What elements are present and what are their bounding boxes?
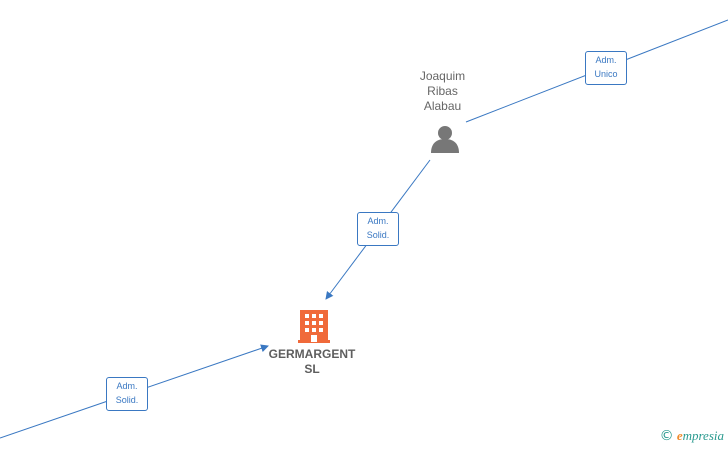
company-name[interactable]: GERMARGENT SL xyxy=(268,347,356,376)
edge-label-line2: Solid. xyxy=(366,230,390,240)
person-name[interactable]: Joaquim Ribas Alabau xyxy=(419,69,466,113)
person-icon[interactable] xyxy=(431,126,459,153)
edge-label-line1: Adm. xyxy=(116,381,138,391)
brand-initial: e xyxy=(676,428,683,443)
edge-label-adm-unico[interactable]: Adm. Unico xyxy=(585,51,627,85)
edge-label-line2: Solid. xyxy=(115,395,139,405)
edge-label-adm-solid-person[interactable]: Adm. Solid. xyxy=(357,212,399,246)
building-icon[interactable] xyxy=(298,310,330,343)
edge-label-adm-solid-external[interactable]: Adm. Solid. xyxy=(106,377,148,411)
edge-label-line1: Adm. xyxy=(367,216,389,226)
brand-rest: mpresia xyxy=(682,428,724,443)
empresia-watermark: © empresia xyxy=(660,428,724,444)
copyright-icon: © xyxy=(659,428,674,444)
edge-label-line1: Adm. xyxy=(595,55,617,65)
edge-label-line2: Unico xyxy=(594,69,618,79)
